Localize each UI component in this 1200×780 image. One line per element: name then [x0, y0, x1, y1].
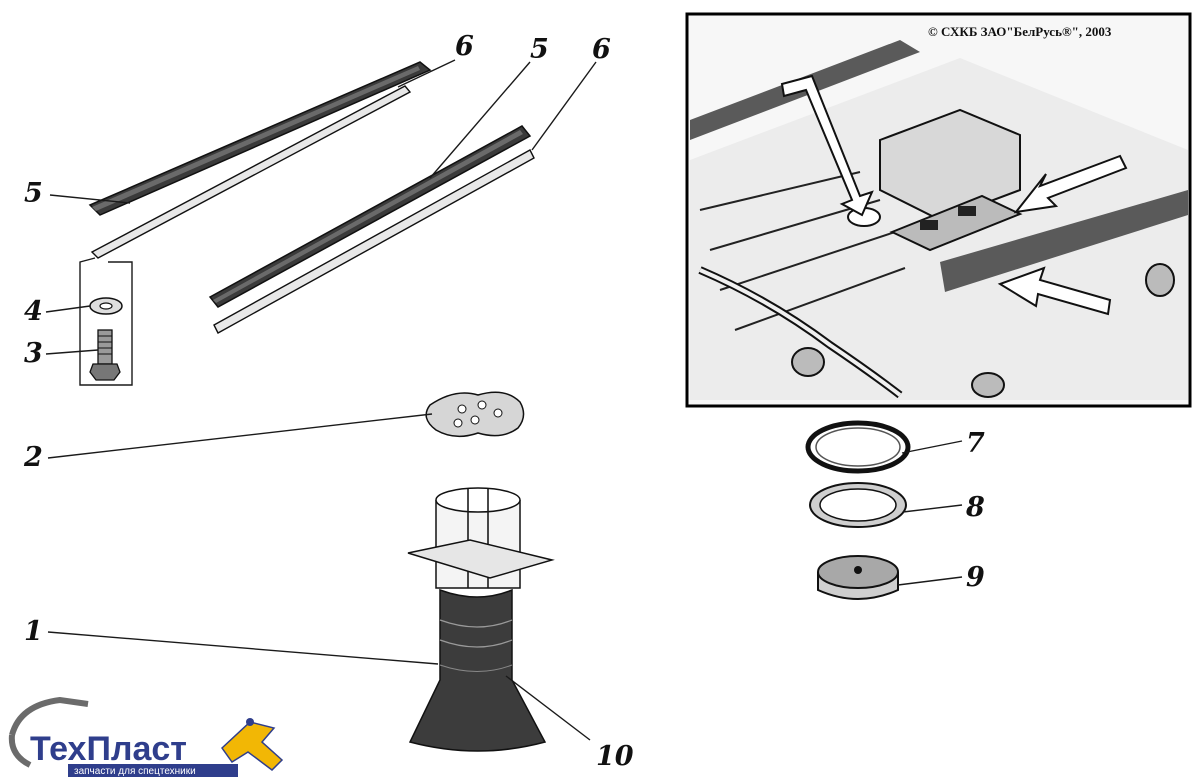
bar-right	[213, 149, 535, 334]
ring-8	[809, 482, 907, 528]
strip-right	[208, 125, 532, 308]
callout-2: 2	[23, 442, 43, 473]
logo-name: ТехПласт	[30, 730, 187, 768]
callout-5-left: 5	[24, 178, 43, 209]
plate-2	[425, 391, 525, 438]
callout-10: 10	[596, 741, 634, 772]
boot-1	[407, 487, 555, 752]
callout-3: 3	[24, 338, 43, 369]
callout-9: 9	[966, 562, 985, 593]
callout-5-right: 5	[530, 34, 549, 65]
copyright-text: © СХКБ ЗАО"БелРусь®", 2003	[928, 24, 1112, 39]
ring-7	[805, 420, 911, 474]
bar-left	[90, 85, 412, 259]
callout-6-left: 6	[455, 31, 474, 62]
bolt-3	[89, 329, 121, 381]
callout-8: 8	[965, 492, 985, 523]
callout-1: 1	[24, 616, 43, 647]
callout-4: 4	[24, 296, 43, 327]
inset-illustration: © СХКБ ЗАО"БелРусь®", 2003	[685, 12, 1192, 408]
strip-left	[88, 61, 432, 216]
washer-4	[89, 297, 123, 315]
callouts: 5 6 5 6 4 3 2 1 10 7 8 9	[23, 31, 985, 772]
callout-7: 7	[966, 428, 985, 459]
brand-logo: ТехПласт запчасти для спецтехники	[8, 696, 284, 777]
callout-6-right: 6	[592, 34, 611, 65]
logo-tagline: запчасти для спецтехники	[74, 766, 196, 777]
plug-9	[817, 555, 899, 600]
